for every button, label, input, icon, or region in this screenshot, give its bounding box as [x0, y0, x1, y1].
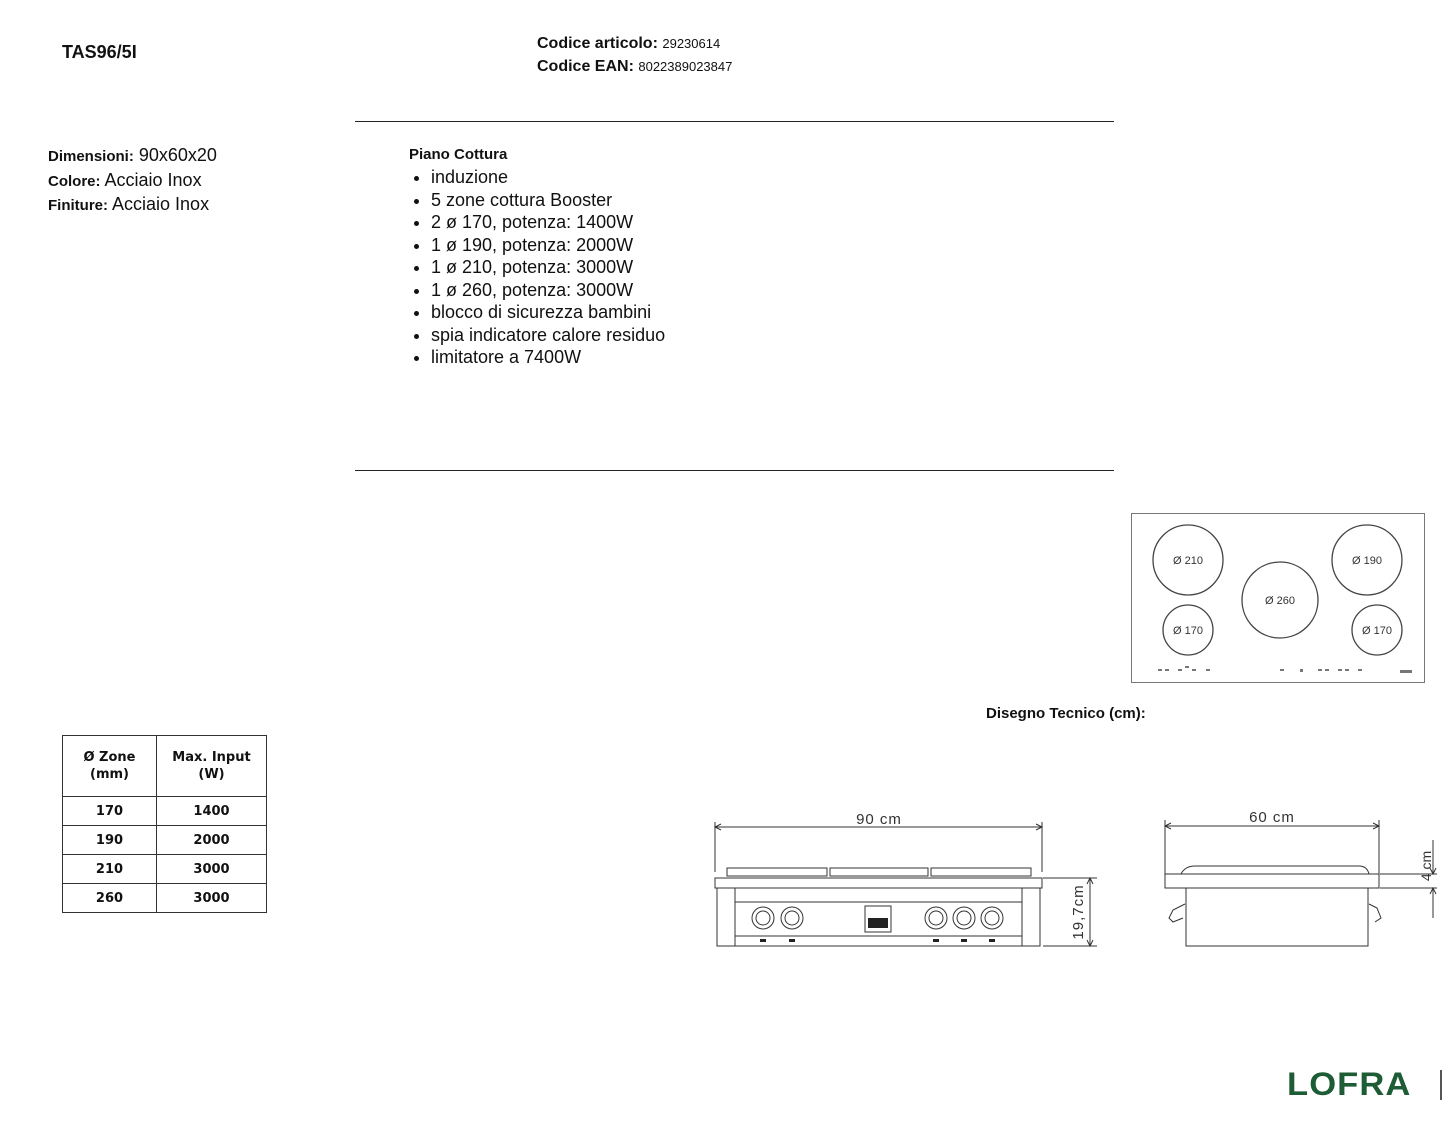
product-codes: Codice articolo: 29230614 Codice EAN: 80… — [537, 32, 732, 78]
article-label: Codice articolo: — [537, 35, 658, 52]
logo-plate-icon — [864, 905, 892, 933]
spec-finish: Finiture: Acciaio Inox — [48, 194, 210, 214]
logo-divider — [1440, 1070, 1442, 1100]
divider-bottom — [355, 470, 1114, 471]
spec-list: Dimensioni: 90x60x20 Colore: Acciaio Ino… — [48, 144, 217, 218]
header-zone: Ø Zone(mm) — [62, 735, 157, 797]
list-item: 1 ø 210, potenza: 3000W — [431, 256, 665, 279]
zone-circle-190 — [1331, 524, 1403, 596]
feature-title: Piano Cottura — [409, 146, 508, 163]
list-item: 1 ø 190, potenza: 2000W — [431, 234, 665, 257]
drawing-title: Disegno Tecnico (cm): — [986, 705, 1146, 722]
knob-icon — [751, 906, 775, 930]
list-item: limitatore a 7400W — [431, 346, 665, 369]
zone-label: Ø 170 — [1362, 625, 1392, 637]
knob-icon — [780, 906, 804, 930]
list-item: 2 ø 170, potenza: 1400W — [431, 211, 665, 234]
list-item: 5 zone cottura Booster — [431, 189, 665, 212]
table-header-row: Ø Zone(mm) Max. Input(W) — [62, 735, 267, 797]
list-item: spia indicatore calore residuo — [431, 324, 665, 347]
width-dimension-label: 90 cm — [856, 811, 902, 828]
zone-circle-210 — [1152, 524, 1224, 596]
knob-icon — [980, 906, 1004, 930]
feature-section: Piano Cottura induzione 5 zone cottura B… — [409, 144, 665, 369]
ean-value: 8022389023847 — [638, 59, 733, 74]
hob-top-svg: Ø 210 Ø 260 Ø 190 Ø 170 Ø 170 — [1152, 524, 1412, 673]
article-value: 29230614 — [662, 36, 721, 51]
knob-icon — [924, 906, 948, 930]
hob-top-view: Ø 210 Ø 260 Ø 190 Ø 170 Ø 170 — [1131, 513, 1425, 683]
zone-label: Ø 190 — [1352, 555, 1382, 567]
thickness-dimension-label: 4 cm — [1418, 851, 1434, 881]
depth-dimension-label: 60 cm — [1249, 809, 1295, 826]
hob-side-view: 60 cm 4 cm — [1163, 809, 1437, 947]
knob-icon — [952, 906, 976, 930]
touch-controls — [1158, 666, 1412, 673]
height-dimension-label: 19,7cm — [1070, 884, 1087, 939]
header-input: Max. Input(W) — [156, 735, 267, 797]
hob-front-view: 90 cm 19,7cm — [713, 811, 1097, 948]
zone-circle-170-left — [1162, 604, 1214, 656]
model-code: TAS96/5I — [62, 42, 137, 62]
brand-logo: LOFRA — [1287, 1066, 1412, 1102]
spec-dimensions: Dimensioni: 90x60x20 — [48, 145, 217, 165]
zone-label: Ø 170 — [1173, 625, 1203, 637]
divider-top — [355, 121, 1114, 122]
zone-label: Ø 260 — [1265, 595, 1295, 607]
ean-label: Codice EAN: — [537, 58, 634, 75]
zone-circle-260 — [1241, 561, 1319, 639]
zone-label: Ø 210 — [1173, 555, 1203, 567]
feature-list: induzione 5 zone cottura Booster 2 ø 170… — [409, 166, 665, 369]
list-item: induzione — [431, 166, 665, 189]
list-item: blocco di sicurezza bambini — [431, 301, 665, 324]
list-item: 1 ø 260, potenza: 3000W — [431, 279, 665, 302]
spec-color: Colore: Acciaio Inox — [48, 169, 202, 190]
zone-circle-170-right — [1351, 604, 1403, 656]
